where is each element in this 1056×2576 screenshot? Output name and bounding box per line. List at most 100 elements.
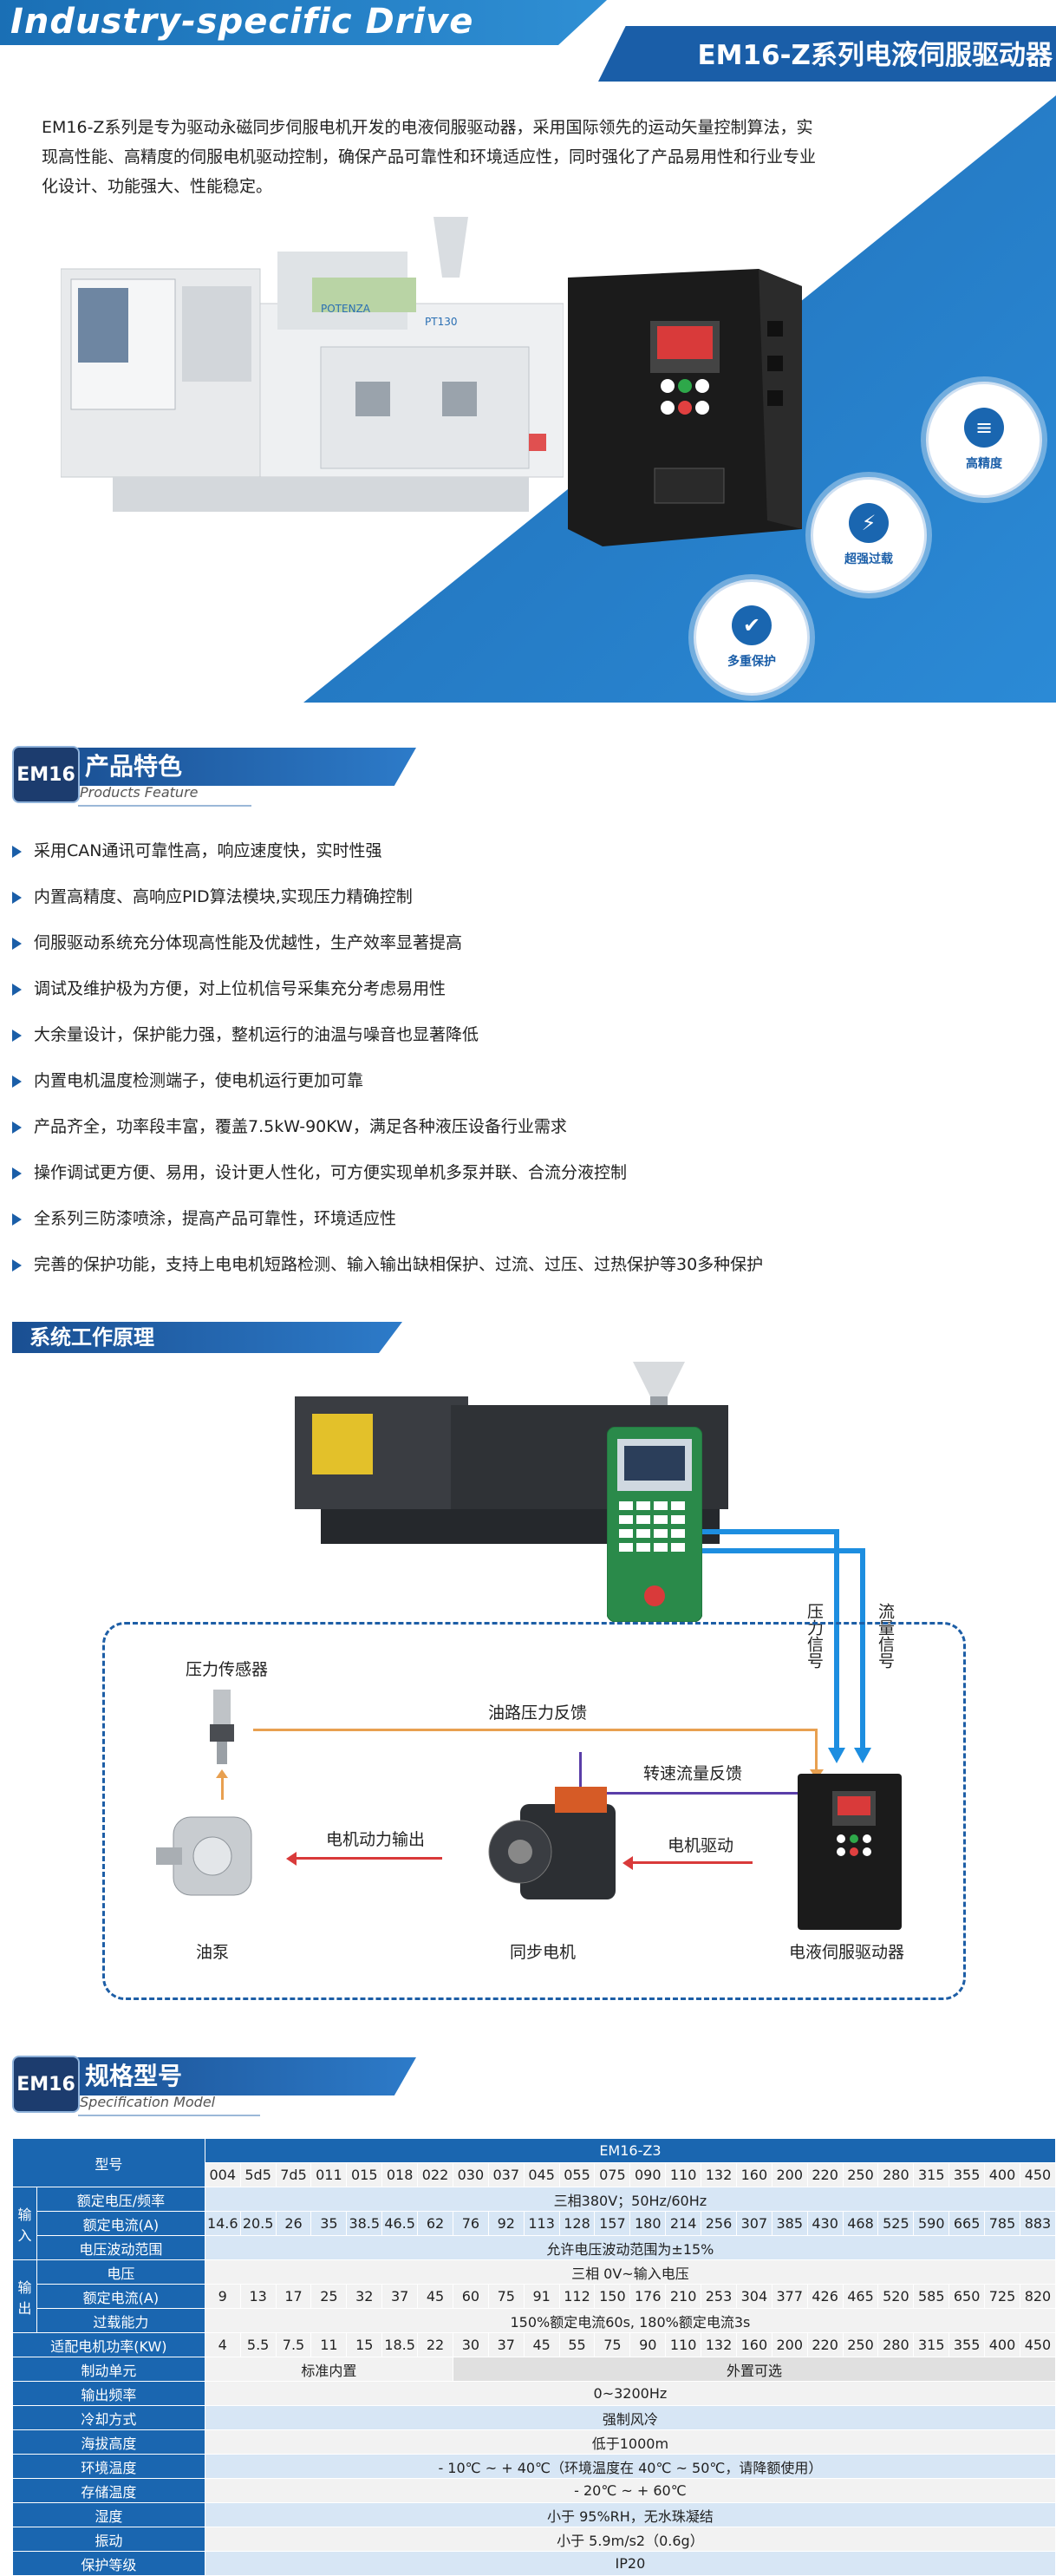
motor-power-cell: 75 (594, 2332, 631, 2357)
oil-pressure-feedback-line (253, 1729, 817, 1731)
badge-high-precision: ≡ 高精度 (926, 382, 1042, 498)
speed-flow-feedback-line (579, 1792, 805, 1795)
model-cell: 055 (558, 2162, 596, 2187)
header-right-banner (598, 26, 1056, 82)
brake-label: 制动单元 (12, 2357, 205, 2382)
features-title: 产品特色 (85, 752, 183, 781)
output-current-cell: 820 (1019, 2284, 1056, 2309)
output-group-label: 输出 (12, 2259, 37, 2333)
sync-motor-label: 同步电机 (510, 1943, 577, 1962)
motor-power-cell: 11 (310, 2332, 348, 2357)
arrow-up-icon (216, 1769, 228, 1778)
header-right-title: EM16-Z系列电液伺服驱动器 (697, 40, 1053, 71)
input-current-cell: 26 (275, 2211, 312, 2236)
model-cell: 200 (771, 2162, 808, 2187)
spec-title: 规格型号 (85, 2062, 183, 2090)
input-current-label: 额定电流(A) (36, 2211, 205, 2236)
feature-item: 大余量设计，保护能力强，整机运行的油温与噪音也显著降低 (12, 1022, 479, 1045)
input-current-cell: 214 (665, 2211, 702, 2236)
servo-drive-label: 电液伺服驱动器 (789, 1943, 905, 1962)
altitude-label: 海拔高度 (12, 2429, 205, 2455)
input-current-cell: 92 (487, 2211, 525, 2236)
brake-external-value: 外置可选 (452, 2357, 1056, 2382)
output-current-cell: 426 (806, 2284, 844, 2309)
motor-power-cell: 90 (629, 2332, 667, 2357)
output-current-cell: 725 (984, 2284, 1020, 2309)
protection-label: 保护等级 (12, 2551, 205, 2576)
oil-pressure-feedback-line-v (815, 1729, 818, 1772)
output-current-cell: 176 (629, 2284, 667, 2309)
output-current-cell: 60 (452, 2284, 489, 2309)
oil-pump-label: 油泵 (196, 1943, 230, 1962)
output-current-cell: 45 (417, 2284, 453, 2309)
machine-model-label: PT130 (425, 316, 457, 328)
model-cell: 037 (487, 2162, 525, 2187)
input-current-cell: 62 (417, 2211, 453, 2236)
humidity-label: 湿度 (12, 2502, 205, 2527)
arrow-down-icon (828, 1748, 845, 1763)
flow-signal-line (702, 1548, 865, 1553)
motor-power-cell: 30 (452, 2332, 489, 2357)
motor-drive-label: 电机驱动 (668, 1836, 734, 1855)
input-current-cell: 157 (594, 2211, 631, 2236)
series-header: EM16-Z3 (204, 2138, 1056, 2163)
input-current-cell: 665 (948, 2211, 986, 2236)
motor-power-cell: 45 (523, 2332, 560, 2357)
speed-flow-feedback-label: 转速流量反馈 (643, 1764, 743, 1783)
output-current-cell: 465 (842, 2284, 879, 2309)
output-current-cell: 13 (239, 2284, 277, 2309)
motor-power-cell: 355 (948, 2332, 986, 2357)
model-cell: 015 (346, 2162, 383, 2187)
motor-power-output-label: 电机动力输出 (326, 1830, 426, 1849)
model-cell: 011 (310, 2162, 348, 2187)
feature-item: 采用CAN通讯可靠性高，响应速度快，实时性强 (12, 838, 381, 861)
input-current-cell: 20.5 (239, 2211, 277, 2236)
input-current-cell: 113 (523, 2211, 560, 2236)
model-cell: 220 (806, 2162, 844, 2187)
input-group-label: 输入 (12, 2187, 37, 2260)
model-cell: 045 (523, 2162, 560, 2187)
motor-power-cell: 160 (735, 2332, 772, 2357)
input-current-cell: 307 (735, 2211, 772, 2236)
input-current-cell: 180 (629, 2211, 667, 2236)
vibration-label: 振动 (12, 2527, 205, 2552)
controller-panel-image (607, 1427, 702, 1622)
motor-power-cell: 4 (204, 2332, 241, 2357)
output-current-cell: 37 (381, 2284, 419, 2309)
sync-motor-image (488, 1787, 616, 1899)
sensor-pump-link (221, 1774, 224, 1800)
input-current-cell: 590 (913, 2211, 950, 2236)
input-current-cell: 430 (806, 2211, 844, 2236)
model-cell: 5d5 (239, 2162, 277, 2187)
model-cell: 400 (984, 2162, 1020, 2187)
servo-drive-image (568, 269, 802, 546)
out-voltage-value: 三相 0V~输入电压 (204, 2259, 1056, 2285)
overload-value: 150%额定电流60s, 180%额定电流3s (204, 2308, 1056, 2333)
motor-power-cell: 15 (346, 2332, 383, 2357)
feature-item: 内置高精度、高响应PID算法模块,实现压力精确控制 (12, 884, 413, 907)
storage-temp-value: - 20℃ ~ + 60℃ (204, 2478, 1056, 2503)
motor-power-cell: 315 (913, 2332, 950, 2357)
output-current-cell: 210 (665, 2284, 702, 2309)
model-header: 型号 (12, 2138, 205, 2187)
model-cell: 022 (417, 2162, 453, 2187)
oil-pressure-feedback-label: 油路压力反馈 (488, 1703, 588, 1723)
output-current-cell: 585 (913, 2284, 950, 2309)
output-current-cell: 17 (275, 2284, 312, 2309)
out-freq-value: 0~3200Hz (204, 2381, 1056, 2406)
input-current-cell: 385 (771, 2211, 808, 2236)
principle-title-bar: 系统工作原理 (12, 1322, 402, 1353)
features-em16-tag: EM16 (12, 746, 80, 803)
spec-subtitle-line (78, 2115, 260, 2116)
flow-signal-label: 流量信号 (876, 1603, 895, 1669)
output-current-cell: 150 (594, 2284, 631, 2309)
features-subtitle-line (78, 805, 251, 807)
motor-power-cell: 55 (558, 2332, 596, 2357)
model-cell: 355 (948, 2162, 986, 2187)
feature-item: 全系列三防漆喷涂，提高产品可靠性，环境适应性 (12, 1206, 396, 1229)
feature-item: 调试及维护极为方便，对上位机信号采集充分考虑易用性 (12, 976, 446, 999)
pressure-signal-line (702, 1529, 839, 1534)
model-cell: 250 (842, 2162, 879, 2187)
model-cell: 004 (204, 2162, 241, 2187)
